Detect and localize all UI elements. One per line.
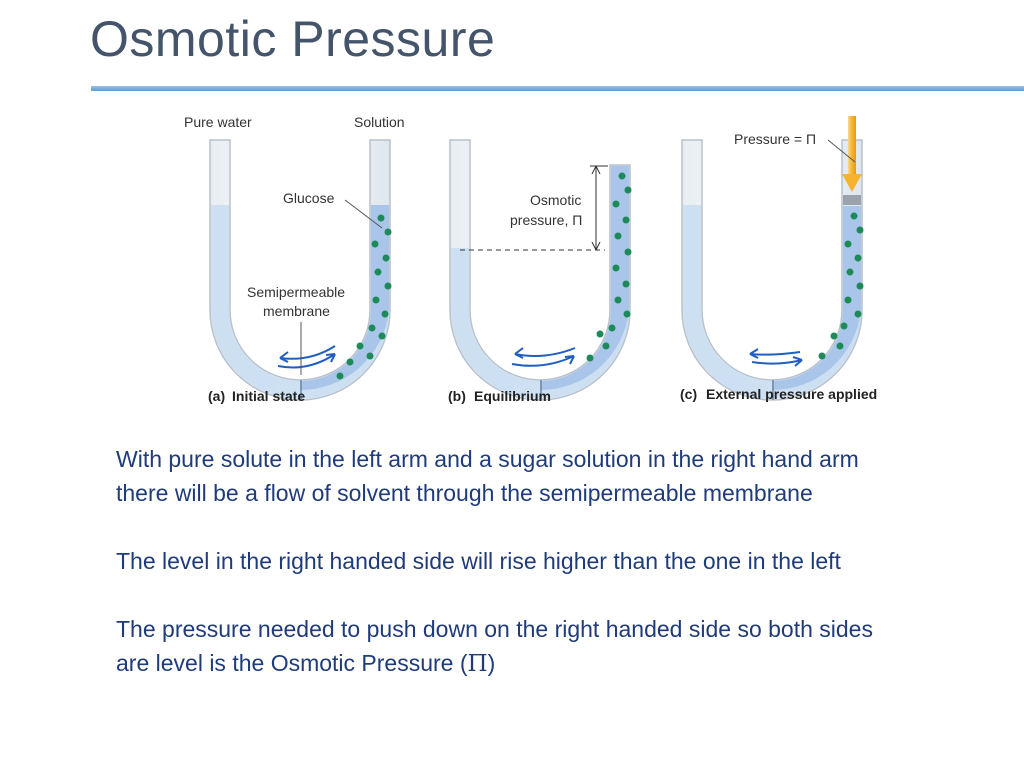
paragraph-flow: With pure solute in the left arm and a s…	[116, 442, 996, 510]
pressure-label: Pressure = Π	[734, 131, 816, 147]
caption-c-letter: (c)	[680, 386, 697, 402]
u-tube	[681, 139, 863, 401]
solution-fill	[540, 166, 629, 391]
water-fill	[211, 205, 389, 399]
piston-rod	[848, 116, 856, 174]
pure-water-label: Pure water	[184, 114, 252, 130]
dimension-arrows	[591, 165, 601, 251]
panel-equilibrium: Osmotic pressure, Π (b) Equilibrium	[448, 139, 632, 404]
glucose-molecules	[336, 214, 392, 380]
pi-symbol: Π	[467, 651, 488, 677]
solution-label: Solution	[354, 114, 405, 130]
solution-fill	[300, 205, 389, 391]
flow-arrows	[749, 348, 803, 367]
paragraph-level: The level in the right handed side will …	[116, 544, 996, 578]
caption-b-letter: (b)	[448, 388, 466, 404]
membrane-label-line1: Semipermeable	[247, 284, 345, 300]
flow-arrows	[277, 345, 336, 369]
panel-initial-state: Pure water Solution Glucose Semipermeabl…	[184, 114, 405, 404]
caption-a-letter: (a)	[208, 388, 225, 404]
caption-a-text: Initial state	[232, 388, 305, 404]
u-tube	[209, 139, 391, 401]
caption-c-text: External pressure applied	[706, 386, 877, 402]
pressure-leader	[827, 139, 856, 163]
title-underline	[91, 86, 1024, 91]
paragraph-osmotic-line1: The pressure needed to push down on the …	[116, 616, 873, 642]
osmotic-label-line2: pressure, Π	[510, 212, 582, 228]
pressure-arrow	[842, 174, 862, 192]
paragraph-osmotic: The pressure needed to push down on the …	[116, 612, 996, 681]
osmosis-figure: Pure water Solution Glucose Semipermeabl…	[160, 100, 920, 420]
paragraph-flow-line2: there will be a flow of solvent through …	[116, 480, 813, 506]
caption-b-text: Equilibrium	[474, 388, 551, 404]
paragraph-osmotic-line2: are level is the Osmotic Pressure (	[116, 650, 468, 676]
osmosis-diagram: Pure water Solution Glucose Semipermeabl…	[184, 114, 877, 404]
glucose-label: Glucose	[283, 190, 335, 206]
paragraph-osmotic-close: )	[487, 650, 496, 676]
paragraph-level-text: The level in the right handed side will …	[116, 548, 841, 574]
water-fill	[683, 205, 861, 399]
glucose-leader	[344, 199, 383, 229]
slide-title: Osmotic Pressure	[90, 11, 496, 67]
flow-arrows	[511, 347, 576, 367]
glucose-molecules	[586, 172, 632, 362]
osmotic-label-line1: Osmotic	[530, 192, 581, 208]
piston-head	[843, 195, 861, 205]
glucose-molecules	[818, 212, 864, 360]
slide-body: With pure solute in the left arm and a s…	[116, 442, 996, 715]
membrane-label-line2: membrane	[263, 303, 330, 319]
panel-external-pressure: Pressure = Π (c) External pressure appli…	[680, 116, 877, 402]
paragraph-flow-line1: With pure solute in the left arm and a s…	[116, 446, 859, 472]
